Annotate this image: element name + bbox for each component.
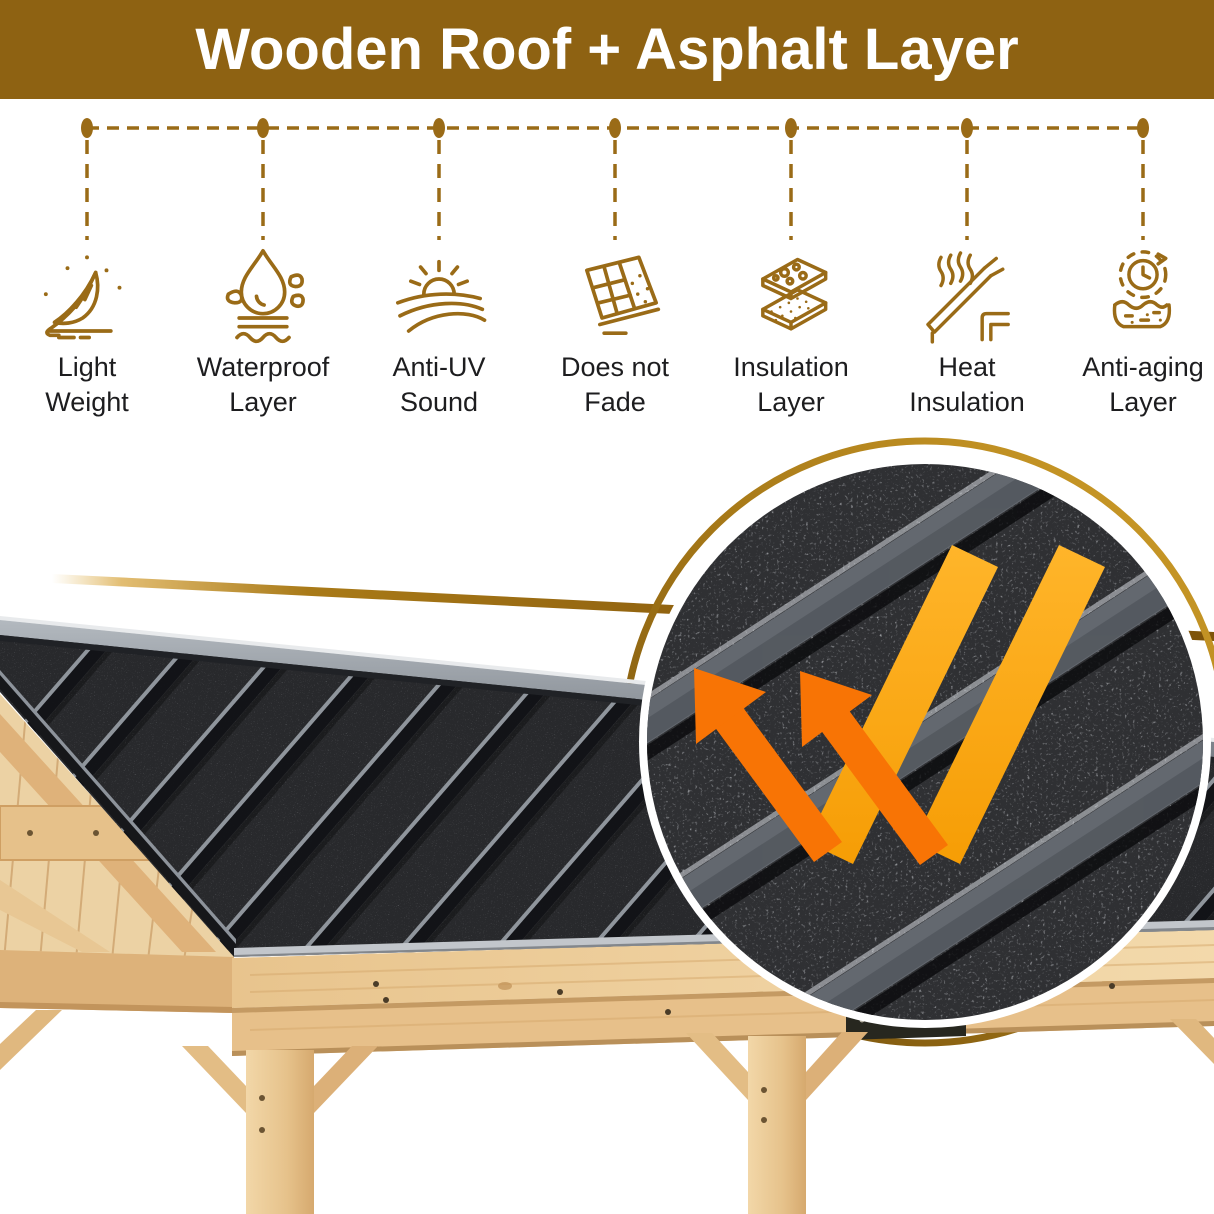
anti-uv-icon [395, 259, 487, 333]
anti-aging-icon [1112, 250, 1172, 329]
reflect-arrows-orange [694, 668, 948, 865]
feature-label-line1: Does not [560, 352, 670, 382]
feature-item: Does not Fade [527, 240, 703, 430]
feature-connector [81, 118, 1149, 240]
feature-label-line2: Layer [757, 387, 825, 417]
feature-label-line1: Heat [938, 352, 996, 382]
far-left-brace [0, 1010, 62, 1070]
page-title: Wooden Roof + Asphalt Layer [195, 17, 1019, 82]
feature-item: Waterproof Layer [175, 240, 351, 430]
feature-label-line1: Light [57, 352, 117, 382]
waterproof-icon [225, 248, 305, 344]
feature-label-line2: Fade [584, 387, 646, 417]
feature-label-line1: Insulation [733, 352, 849, 382]
feature-item: Anti-UV Sound [351, 240, 527, 430]
feature-label-line1: Anti-aging [1082, 352, 1204, 382]
feature-item: Anti-aging Layer [1055, 240, 1214, 430]
feature-label-line2: Insulation [909, 387, 1025, 417]
feature-label-line2: Sound [399, 387, 479, 417]
heat-insulation-icon [926, 251, 1010, 344]
banner: Wooden Roof + Asphalt Layer [0, 0, 1214, 99]
feature-label-line2: Weight [45, 387, 129, 417]
insulation-icon [761, 257, 828, 331]
feather-icon [43, 255, 122, 340]
uv-ray-amber [807, 545, 1105, 864]
feature-label-line1: Waterproof [196, 352, 330, 382]
feature-label-line2: Layer [1109, 387, 1177, 417]
magnifier-circle [639, 456, 1211, 1028]
feature-item: Insulation Layer [703, 240, 879, 430]
feature-label-line2: Layer [229, 387, 297, 417]
no-fade-icon [584, 255, 661, 336]
posts [182, 1019, 1214, 1214]
feature-item: Heat Insulation [879, 240, 1055, 430]
gable-framing [0, 694, 234, 957]
feature-label-line1: Anti-UV [392, 352, 486, 382]
feature-item: Light Weight [0, 240, 175, 430]
